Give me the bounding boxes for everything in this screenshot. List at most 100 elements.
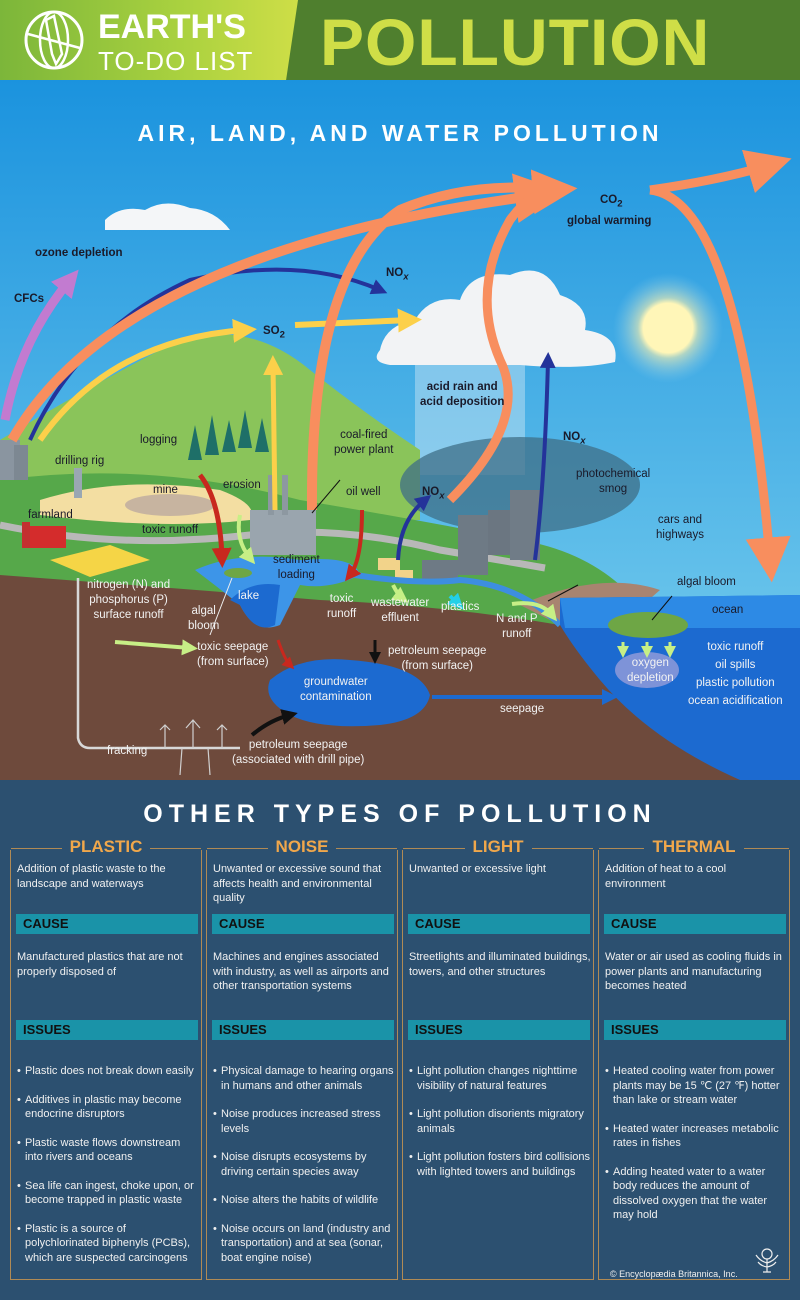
header-banner: EARTH'S TO-DO LIST POLLUTION [0,0,800,80]
issue-item: Heated water increases metabolic rates i… [605,1122,789,1151]
issue-item: Plastic does not break down easily [17,1064,201,1079]
definition: Addition of plastic waste to the landsca… [17,863,166,890]
issue-item: Physical damage to hearing organs in hum… [213,1064,397,1093]
heading-rule [336,848,397,849]
label-drilling-rig: drilling rig [55,455,105,467]
label-petroleum-seepage-pipe: petroleum seepage(associated with drill … [232,739,365,766]
globe-pencil-icon [24,10,84,70]
column-thermal: THERMAL Addition of heat to a cool envir… [598,837,790,1280]
heading-rule [743,848,789,849]
label-farmland: farmland [28,509,73,521]
cause-text: Machines and engines associated with ind… [213,951,389,992]
other-types-section: OTHER TYPES OF POLLUTION PLASTIC Additio… [0,780,800,1300]
issue-item: Heated cooling water from power plants m… [605,1064,789,1108]
issue-item: Light pollution fosters bird collisions … [409,1150,593,1179]
copyright-credit: © Encyclopædia Britannica, Inc. [610,1269,738,1279]
cause-text: Manufactured plastics that are not prope… [17,951,183,978]
page-title: POLLUTION [320,5,711,79]
pollution-diagram: AIR, LAND, AND WATER POLLUTION ozone dep… [0,80,800,780]
section-title: OTHER TYPES OF POLLUTION [143,800,657,828]
label-petroleum-seepage-surface: petroleum seepage(from surface) [388,645,487,672]
issue-item: Noise occurs on land (industry and trans… [213,1222,397,1266]
heading-rule [531,848,593,849]
label-nox-city: NOx [422,486,445,502]
label-nox-right: NOx [563,431,586,447]
issues-list: Light pollution changes nighttime visibi… [409,1064,593,1193]
brand-panel: EARTH'S TO-DO LIST [0,0,298,80]
label-ozone-depletion: ozone depletion [35,247,123,259]
heading-rule [403,848,465,849]
label-global-warming: global warming [567,215,652,227]
issue-item: Light pollution disorients migratory ani… [409,1107,593,1136]
cause-bar: CAUSE [16,914,198,934]
definition: Unwanted or excessive light [409,863,546,875]
issue-item: Noise disrupts ecosystems by driving cer… [213,1150,397,1179]
issue-item: Plastic waste flows downstream into rive… [17,1136,201,1165]
issue-item: Plastic is a source of polychlorinated b… [17,1222,201,1266]
label-oil-well: oil well [346,486,381,498]
label-mine: mine [153,484,178,496]
label-lake: lake [238,590,260,602]
label-erosion: erosion [223,479,261,491]
issue-item: Adding heated water to a water body redu… [605,1165,789,1223]
issues-list: Physical damage to hearing organs in hum… [213,1064,397,1279]
issues-bar: ISSUES [408,1020,590,1040]
label-fracking: fracking [107,745,148,757]
issue-item: Noise alters the habits of wildlife [213,1193,397,1208]
issues-list: Heated cooling water from power plants m… [605,1064,789,1237]
issue-item: Noise produces increased stress levels [213,1107,397,1136]
definition: Addition of heat to a cool environment [605,863,727,890]
column-title: NOISE [207,837,397,857]
column-title: THERMAL [599,837,789,857]
label-ocean-issues: toxic runoff oil spills plastic pollutio… [688,641,783,707]
issue-item: Light pollution changes nighttime visibi… [409,1064,593,1093]
issues-list: Plastic does not break down easily Addit… [17,1064,201,1279]
definition: Unwanted or excessive sound that affects… [213,863,382,904]
label-seepage: seepage [500,703,545,715]
heading-rule [150,848,201,849]
label-cfcs: CFCs [14,293,45,305]
cause-bar: CAUSE [408,914,590,934]
column-plastic: PLASTIC Addition of plastic waste to the… [10,837,202,1280]
brand-subtitle: TO-DO LIST [98,46,254,76]
issues-bar: ISSUES [604,1020,786,1040]
label-so2: SO2 [263,325,285,341]
britannica-thistle-icon [755,1248,779,1273]
label-nox-top: NOx [386,267,409,283]
label-algal-bloom-ocean: algal bloom [677,576,736,588]
issue-item: Sea life can ingest, choke upon, or beco… [17,1179,201,1208]
diagram-title: AIR, LAND, AND WATER POLLUTION [137,120,663,146]
brand-title: EARTH'S [98,8,246,46]
label-plastics: plastics [441,601,480,613]
label-toxic-seepage: toxic seepage(from surface) [197,641,269,668]
column-title: PLASTIC [11,837,201,857]
label-toxic-runoff-mine: toxic runoff [142,524,199,536]
issues-bar: ISSUES [16,1020,198,1040]
label-logging: logging [140,434,178,446]
column-title: LIGHT [403,837,593,857]
cause-bar: CAUSE [604,914,786,934]
label-co2: CO2 [600,194,623,210]
heading-rule [11,848,62,849]
heading-rule [207,848,268,849]
issues-bar: ISSUES [212,1020,394,1040]
cause-text: Water or air used as cooling fluids in p… [605,951,782,992]
diagram-illustration [0,80,800,780]
issue-item: Additives in plastic may become endocrin… [17,1093,201,1122]
column-light: LIGHT Unwanted or excessive light CAUSE … [402,837,594,1280]
column-noise: NOISE Unwanted or excessive sound that a… [206,837,398,1280]
cause-text: Streetlights and illuminated buildings, … [409,951,591,978]
heading-rule [599,848,645,849]
